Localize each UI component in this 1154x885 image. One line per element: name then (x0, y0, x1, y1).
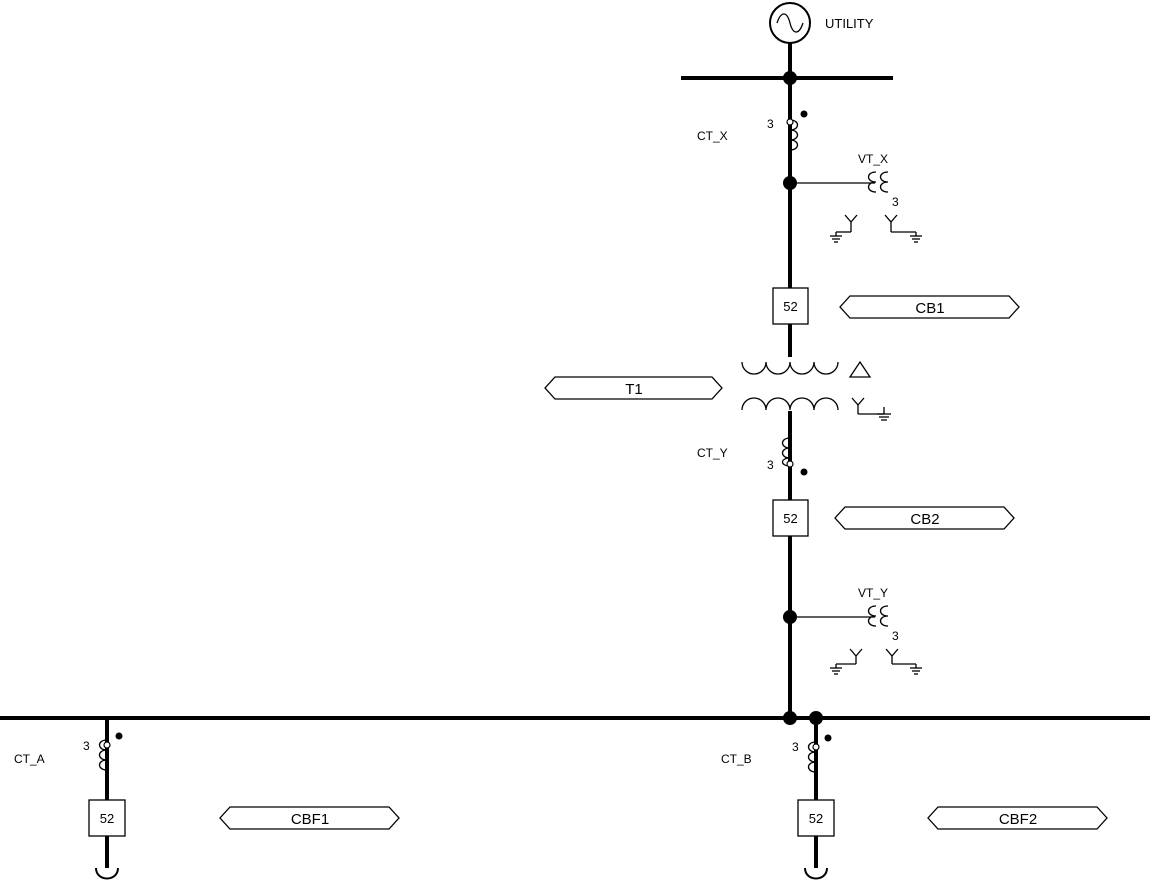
cb1-tag-label: CB1 (915, 300, 944, 317)
cbf2-device-number: 52 (809, 811, 823, 826)
ct-b[interactable] (807, 734, 832, 773)
vt-x-secondary-coil-icon (879, 171, 889, 193)
ct-a-label: CT_A (14, 752, 45, 766)
cbf1-box (88, 799, 126, 837)
t1-secondary-winding-icon (741, 397, 839, 411)
transformer-t1[interactable] (741, 360, 891, 421)
cbf2-tag-label: CBF2 (999, 811, 1037, 828)
ct-b-label: CT_B (721, 752, 752, 766)
ct-x-tap-icon (786, 118, 794, 126)
feeder-b-load-arrow-icon (804, 867, 828, 880)
bus-node-main (783, 711, 797, 725)
cbf1-tag[interactable]: CBF1 (219, 806, 400, 830)
vt-x-wye-ground-left-icon (830, 214, 858, 243)
ct-a-ratio: 3 (83, 739, 90, 753)
cb1-tag[interactable]: CB1 (839, 295, 1020, 319)
vt-y[interactable] (790, 605, 922, 675)
vt-x-wye-ground-right-icon (884, 214, 922, 243)
vt-x-ratio: 3 (892, 195, 899, 209)
t1-tag-shape (544, 376, 723, 400)
cbf1-tag-label: CBF1 (291, 811, 329, 828)
utility-source[interactable] (769, 2, 811, 44)
ct-a-polarity-dot (115, 732, 123, 740)
utility-label: UTILITY (825, 16, 874, 31)
ct-x-polarity-dot (800, 110, 808, 118)
cb1-box (772, 287, 809, 325)
ct-a-coil-icon (98, 739, 108, 771)
cbf1-device-number: 52 (100, 811, 114, 826)
cb2-device-number: 52 (783, 511, 797, 526)
breaker-cb1[interactable]: 52 (772, 287, 809, 325)
ct-y-tap-icon (786, 460, 794, 468)
cbf1-tag-shape (219, 806, 400, 830)
vt-y-label: VT_Y (858, 586, 888, 600)
breaker-cbf2[interactable]: 52 (797, 799, 835, 837)
cb1-device-number: 52 (783, 299, 797, 314)
cbf2-tag-shape (927, 806, 1108, 830)
cb2-box (772, 499, 809, 537)
ac-sine-icon (776, 13, 804, 33)
cbf2-tag[interactable]: CBF2 (927, 806, 1108, 830)
delta-icon (848, 360, 872, 378)
ct-a-tap-icon (103, 741, 111, 749)
cb2-tag-shape (834, 506, 1015, 530)
t1-tag[interactable]: T1 (544, 376, 723, 400)
ct-x-coil-icon (789, 119, 799, 151)
vt-y-wye-ground-left-icon (830, 648, 863, 675)
cb2-tag-label: CB2 (910, 511, 939, 528)
t1-primary-winding-icon (741, 361, 839, 375)
cb2-tag[interactable]: CB2 (834, 506, 1015, 530)
ct-y-ratio: 3 (767, 458, 774, 472)
ct-y-label: CT_Y (697, 446, 728, 460)
t1-tag-label: T1 (625, 381, 643, 398)
ct-b-coil-icon (807, 741, 817, 773)
wye-ground-icon (851, 397, 891, 421)
ct-y-coil-icon (781, 437, 791, 467)
vt-x-label: VT_X (858, 152, 888, 166)
vt-y-ratio: 3 (892, 629, 899, 643)
ct-x-label: CT_X (697, 129, 728, 143)
vt-x-primary-coil-icon (867, 171, 877, 193)
feeder-a-load-arrow-icon (95, 867, 119, 880)
ct-x[interactable] (786, 110, 808, 151)
ct-b-ratio: 3 (792, 740, 799, 754)
ct-a[interactable] (98, 732, 123, 771)
cbf2-box (797, 799, 835, 837)
breaker-cb2[interactable]: 52 (772, 499, 809, 537)
vt-y-primary-coil-icon (867, 605, 877, 627)
ct-y[interactable] (781, 437, 808, 476)
ct-y-polarity-dot (800, 468, 808, 476)
ct-x-ratio: 3 (767, 117, 774, 131)
ct-b-polarity-dot (824, 734, 832, 742)
ct-b-tap-icon (812, 743, 820, 751)
vt-y-wye-ground-right-icon (885, 648, 922, 675)
cb1-tag-shape (839, 295, 1020, 319)
breaker-cbf1[interactable]: 52 (88, 799, 126, 837)
vt-x[interactable] (790, 171, 922, 243)
vt-y-secondary-coil-icon (879, 605, 889, 627)
